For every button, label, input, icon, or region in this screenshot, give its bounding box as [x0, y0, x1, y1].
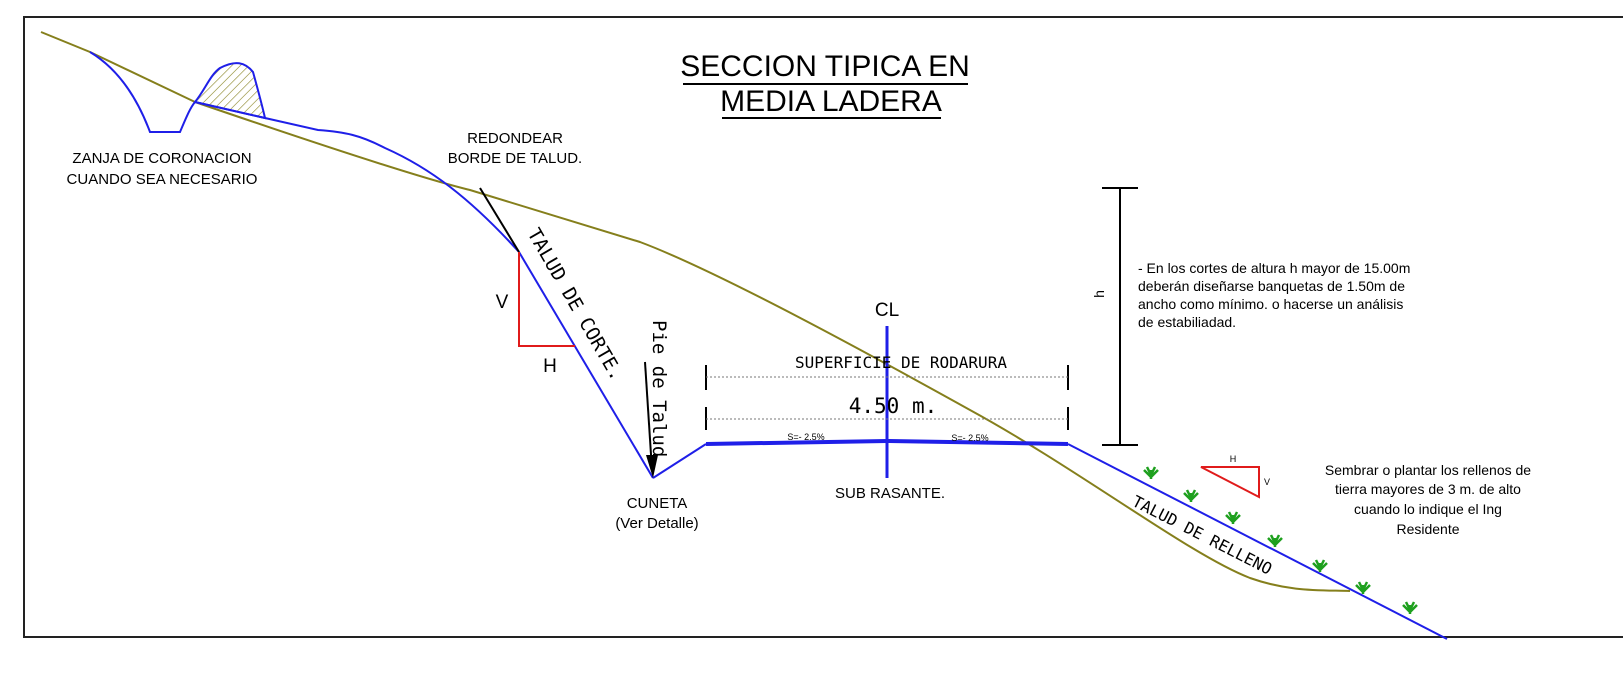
title-line1: SECCION TIPICA EN	[680, 50, 970, 83]
ditch-outer	[652, 443, 707, 479]
height-dimension	[1102, 187, 1138, 446]
grass-icon	[1225, 511, 1241, 524]
note-planting-line3: cuando lo indique el Ing	[1354, 501, 1502, 517]
natural-terrain-line	[40, 31, 1351, 592]
roadway-width-label: 4.50 m.	[849, 394, 938, 418]
fill-slope-label: TALUD DE RELLENO	[1129, 492, 1275, 579]
grass-icon	[1183, 489, 1199, 502]
vegetation-group	[1143, 466, 1418, 614]
rounding-label-1: REDONDEAR	[467, 130, 563, 147]
cut-slope-triangle	[518, 252, 575, 347]
fill-slope-triangle	[1200, 466, 1260, 499]
fill-v-label: V	[1264, 477, 1270, 487]
centerline-label: CL	[875, 300, 899, 321]
ditch-label-1: CUNETA	[627, 495, 688, 512]
crown-ditch-label-1: ZANJA DE CORONACION	[72, 150, 251, 167]
cut-h-label: H	[543, 356, 557, 377]
slope-right-label: S=- 2.5%	[951, 433, 988, 443]
roadway-dimension	[705, 365, 1069, 430]
grass-icon	[1143, 466, 1159, 479]
note-planting-line2: tierra mayores de 3 m. de alto	[1335, 481, 1521, 497]
toe-label: Pie de Talud.	[648, 320, 670, 469]
crown-ditch	[89, 51, 196, 133]
grass-icon	[1267, 534, 1283, 547]
ditch-label-2: (Ver Detalle)	[615, 515, 698, 532]
fill-h-label: H	[1230, 454, 1237, 464]
note-planting-line4: Residente	[1396, 521, 1459, 537]
toe-arrow-head	[646, 455, 658, 478]
note-cuts-line1: - En los cortes de altura h mayor de 15.…	[1138, 260, 1410, 276]
spoil-mound	[193, 62, 267, 120]
note-planting-line1: Sembrar o plantar los rellenos de	[1325, 462, 1531, 478]
grass-icon	[1402, 601, 1418, 614]
grass-icon	[1312, 559, 1328, 572]
cut-top-line	[194, 101, 520, 253]
grass-icon	[1355, 581, 1371, 594]
title-line2: MEDIA LADERA	[720, 85, 942, 118]
note-cuts-line3: ancho como mínimo. o hacerse un análisis	[1138, 296, 1403, 312]
note-cuts-line2: deberán diseñarse banquetas de 1.50m de	[1138, 278, 1405, 294]
subgrade-label: SUB RASANTE.	[835, 485, 945, 502]
drawing-frame	[23, 16, 1623, 638]
height-label: h	[1091, 290, 1107, 298]
roadway-surface-label: SUPERFICIE DE RODARURA	[795, 353, 1007, 372]
crown-ditch-label-2: CUANDO SEA NECESARIO	[67, 171, 258, 188]
rounding-label-2: BORDE DE TALUD.	[448, 150, 582, 167]
cut-slope-label: TALUD DE CORTE.	[523, 225, 628, 385]
rounding-leader	[479, 187, 520, 253]
slope-left-label: S=- 2.5%	[787, 432, 824, 442]
note-cuts-line4: de estabiliadad.	[1138, 314, 1236, 330]
cut-slope	[518, 251, 654, 479]
cut-v-label: V	[496, 292, 509, 313]
fill-slope	[1067, 443, 1448, 640]
toe-arrow-shaft	[644, 361, 653, 471]
